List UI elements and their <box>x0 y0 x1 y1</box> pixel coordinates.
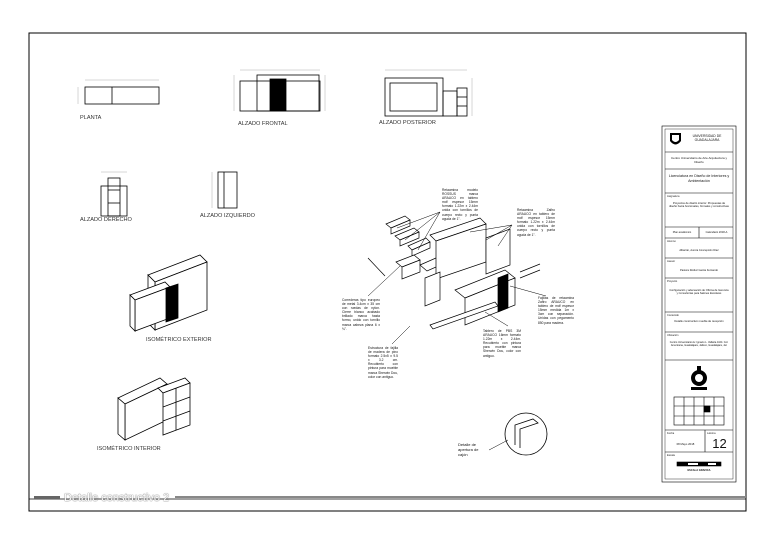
tb-contenido-caption: Contenido <box>667 314 679 317</box>
detail-circle <box>504 412 548 456</box>
label-isometrico-exterior: ISOMÉTRICO EXTERIOR <box>146 337 212 343</box>
note-tablero-pbs: Tablero de PBS 3M ARAUCO 16mm formato 1.… <box>483 329 521 358</box>
footer-title: Detalle constructivo 2 <box>64 492 170 504</box>
note-retaamina-rossus: Retaamina modelo ROSSUS marca ARAUCO en … <box>442 188 478 221</box>
tb-asignatura: Proyectos de diseño interior: Propuestas… <box>669 202 729 209</box>
leader-lines <box>367 211 547 451</box>
crest-emblem-icon <box>691 366 707 390</box>
tb-plan-academico: Plan académico <box>672 231 692 234</box>
label-alzado-frontal: ALZADO FRONTAL <box>238 121 288 127</box>
note-retaamina-zafiro: Retaamina Zafiro ARAUCO en tablero de md… <box>517 208 555 237</box>
note-detalle-apertura: Detalle de apertura de cajón <box>458 442 479 457</box>
note-estructura-pino: Estructura de fajilla de madera de pino … <box>368 346 398 379</box>
tb-ubicacion-caption: Ubicación <box>667 334 679 337</box>
exploded-view-drawing <box>367 215 541 330</box>
tb-contenido: Detalle constructivo mueble de recepción <box>674 320 724 323</box>
tb-lamina-caption: Lámina <box>707 432 716 435</box>
tb-alumno-caption: Alumno <box>667 240 676 243</box>
university-shield-icon <box>670 133 681 145</box>
note-correderas: Correderas tipo europeo de metal 3.4cm x… <box>342 298 380 331</box>
tb-fecha-caption: Fecha <box>667 432 675 435</box>
label-alzado-izquierdo: ALZADO IZQUIERDO <box>200 213 256 219</box>
sheet-border <box>28 32 747 512</box>
tb-escala-caption: Escala <box>667 454 675 457</box>
tb-escala-grafica: ESCALA GRAFICA <box>687 469 711 472</box>
label-alzado-derecho: ALZADO DERECHO <box>80 217 132 223</box>
tb-centro: Centro Universitario de Arte Arquitectur… <box>670 156 728 164</box>
label-planta: PLANTA <box>80 115 102 121</box>
label-alzado-posterior: ALZADO POSTERIOR <box>379 120 436 126</box>
tb-university: UNIVERSIDAD DE GUADALAJARA <box>692 134 722 143</box>
tb-alumno: Albarrán, Aurora Concepción Díaz <box>679 249 719 252</box>
tb-proyecto-caption: Proyecto <box>667 280 678 283</box>
title-block <box>661 125 737 483</box>
tb-licenciatura: Licenciatura en Diseño de Interiores y A… <box>668 174 730 183</box>
alzado-posterior-drawing <box>384 69 473 117</box>
tb-asignatura-caption: Asignatura <box>667 195 680 198</box>
tb-asesor: Pastora Rodiuz Garcia Fernando <box>680 269 718 272</box>
isometrico-exterior-drawing <box>129 254 208 332</box>
planta-drawing <box>77 79 160 105</box>
isometrico-interior-drawing <box>117 377 191 441</box>
alzado-frontal-drawing <box>233 69 326 112</box>
alzado-derecho-drawing <box>100 171 128 217</box>
tb-asesor-caption: Asesor <box>667 260 676 263</box>
tb-proyecto: Configuración y adecuación de Oficina de… <box>669 289 729 296</box>
note-fajillas: Fajillas de retaamina Zafiro ARAUCO en t… <box>538 296 574 325</box>
tb-calendario: Calendario 2018-A <box>705 231 728 234</box>
alzado-izquierdo-drawing <box>211 171 238 209</box>
tb-ubicacion: Centro Universitario Av. Ignacio L. Vall… <box>669 341 729 348</box>
label-isometrico-interior: ISOMÉTRICO INTERIOR <box>97 446 161 452</box>
footer-band <box>34 496 746 499</box>
tb-lamina-number: 12 <box>712 436 727 451</box>
tb-fecha: 08 Mayo 2018 <box>676 442 695 446</box>
